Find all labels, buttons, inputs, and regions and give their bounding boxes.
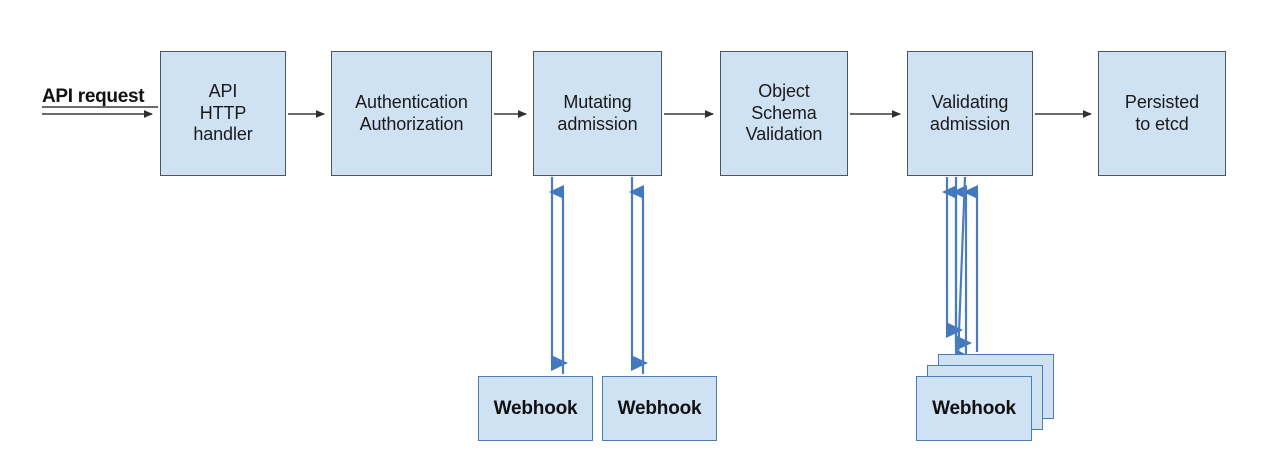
call-validating-webhook-2 <box>952 177 972 363</box>
node-mutating-admission[interactable]: Mutating admission <box>533 51 662 176</box>
node-object-schema-validation[interactable]: Object Schema Validation <box>720 51 848 176</box>
connector-entry-to-api-handler <box>42 106 158 118</box>
node-persisted-to-etcd[interactable]: Persisted to etcd <box>1098 51 1226 176</box>
webhook-box-mutating-2[interactable]: Webhook <box>602 376 717 441</box>
api-request-label: API request <box>42 86 145 107</box>
call-validating-webhook-1 <box>942 176 974 374</box>
webhook-box-validating-front[interactable]: Webhook <box>916 376 1032 441</box>
webhook-box-mutating-1[interactable]: Webhook <box>478 376 593 441</box>
node-validating-admission[interactable]: Validating admission <box>907 51 1033 176</box>
call-mutating-webhook-2 <box>629 177 648 374</box>
call-validating-webhook-3 <box>945 177 979 352</box>
node-authentication-authorization[interactable]: Authentication Authorization <box>331 51 492 176</box>
node-api-http-handler[interactable]: API HTTP handler <box>160 51 286 176</box>
call-mutating-webhook-1 <box>549 177 568 374</box>
